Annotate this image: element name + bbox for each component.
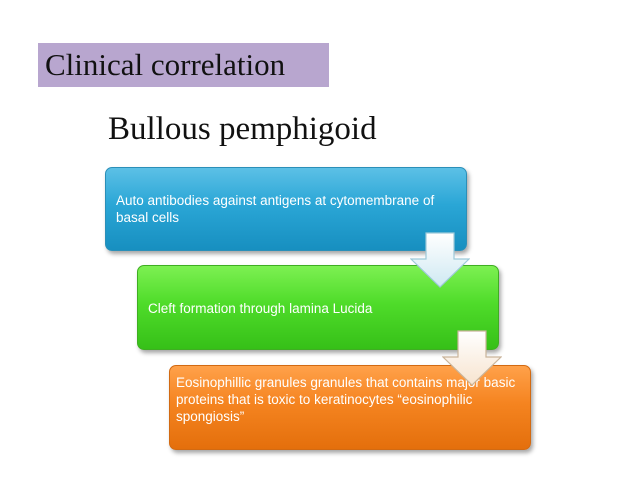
process-step-1-text: Auto antibodies against antigens at cyto… [116, 193, 435, 225]
process-step-3-text: Eosinophillic granules granules that con… [176, 375, 516, 424]
down-arrow-icon [442, 330, 502, 386]
process-step-2-text: Cleft formation through lamina Lucida [148, 301, 373, 316]
down-arrow-icon [410, 232, 470, 288]
process-step-1: Auto antibodies against antigens at cyto… [105, 167, 467, 251]
process-step-3: Eosinophillic granules granules that con… [169, 365, 531, 450]
slide-heading: Clinical correlation [38, 43, 329, 87]
slide-subtitle: Bullous pemphigoid [108, 111, 377, 147]
